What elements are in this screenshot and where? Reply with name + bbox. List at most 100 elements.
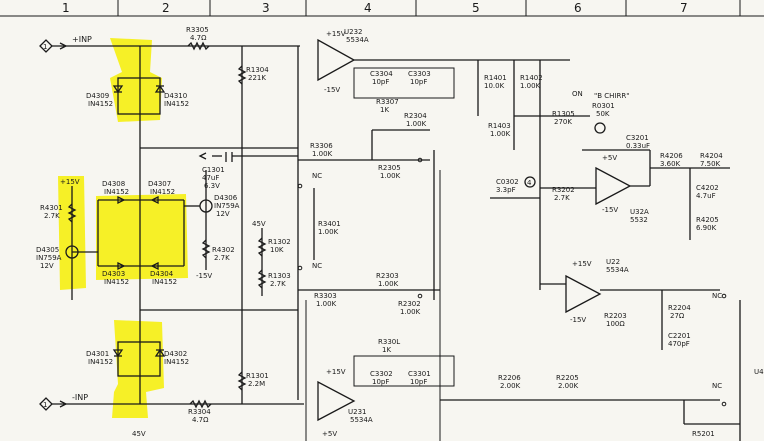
svg-text:+15V: +15V: [60, 178, 80, 186]
svg-text:R3202: R3202: [552, 186, 575, 194]
left-branch: +15V R4301 2.7K D4305 IN759A 12V: [36, 178, 98, 300]
svg-text:R3303: R3303: [314, 292, 337, 300]
svg-text:C3201: C3201: [626, 134, 649, 142]
bottom-chain: R2206 2.00K R2205 2.00K R5201 NC U4 NC: [440, 292, 764, 438]
svg-text:0.33uF: 0.33uF: [626, 142, 650, 150]
svg-text:100Ω: 100Ω: [606, 320, 625, 328]
svg-text:R2203: R2203: [604, 312, 627, 320]
svg-text:+15V: +15V: [326, 30, 346, 38]
svg-text:R2303: R2303: [376, 272, 399, 280]
svg-text:C1301: C1301: [202, 166, 225, 174]
svg-text:+15V: +15V: [572, 260, 592, 268]
svg-text:-15V: -15V: [324, 86, 340, 94]
svg-text:1.00K: 1.00K: [378, 280, 399, 288]
svg-text:R4206: R4206: [660, 152, 683, 160]
column-label: 2: [162, 1, 170, 15]
svg-text:50K: 50K: [596, 110, 610, 118]
svg-text:C3302: C3302: [370, 370, 393, 378]
svg-text:470pF: 470pF: [668, 340, 690, 348]
svg-text:D4308: D4308: [102, 180, 125, 188]
svg-text:10pF: 10pF: [372, 78, 389, 86]
svg-text:10.0K: 10.0K: [484, 82, 505, 90]
filter-network: R4206 3.60K R4204 7.50K C4202 4.7uF R420…: [650, 152, 730, 240]
svg-text:D4303: D4303: [102, 270, 125, 278]
svg-text:3.3pF: 3.3pF: [496, 186, 516, 194]
divider-network: R1401 10.0K R1402 1.00K R1403 1.00K R130…: [464, 59, 629, 150]
svg-text:R2305: R2305: [378, 164, 401, 172]
svg-text:5534A: 5534A: [606, 266, 629, 274]
svg-text:5534A: 5534A: [346, 36, 369, 44]
svg-text:R4301: R4301: [40, 204, 63, 212]
svg-text:7.50K: 7.50K: [700, 160, 721, 168]
svg-text:IN4152: IN4152: [88, 358, 113, 366]
svg-text:R1403: R1403: [488, 122, 511, 130]
svg-text:IN4152: IN4152: [88, 100, 113, 108]
svg-text:C3301: C3301: [408, 370, 431, 378]
svg-text:IN759A: IN759A: [36, 254, 62, 262]
svg-text:R2302: R2302: [398, 300, 421, 308]
column-label: 6: [574, 1, 582, 15]
svg-text:+5V: +5V: [322, 430, 337, 438]
highlight-top: [110, 38, 162, 122]
svg-text:2.00K: 2.00K: [558, 382, 579, 390]
svg-text:U232: U232: [344, 28, 362, 36]
svg-text:IN4152: IN4152: [150, 188, 175, 196]
svg-text:+15V: +15V: [326, 368, 346, 376]
svg-text:10pF: 10pF: [410, 378, 427, 386]
resistor-r3305: R3305 4.7Ω: [186, 26, 210, 51]
svg-text:6.3V: 6.3V: [204, 182, 220, 190]
svg-text:U4: U4: [754, 368, 764, 376]
svg-text:R1302: R1302: [268, 238, 291, 246]
svg-text:1.00K: 1.00K: [380, 172, 401, 180]
svg-text:12V: 12V: [216, 210, 230, 218]
svg-text:10pF: 10pF: [410, 78, 427, 86]
svg-text:D4304: D4304: [150, 270, 174, 278]
svg-text:4: 4: [527, 179, 532, 187]
svg-text:D4310: D4310: [164, 92, 187, 100]
svg-text:D4306: D4306: [214, 194, 238, 202]
svg-text:C2201: C2201: [668, 332, 691, 340]
svg-text:1: 1: [43, 401, 47, 409]
svg-text:1K: 1K: [382, 346, 391, 354]
svg-text:1: 1: [43, 43, 47, 51]
diode-pair-top: D4309 IN4152 D4310 IN4152: [86, 77, 189, 115]
svg-text:C3303: C3303: [408, 70, 431, 78]
svg-text:27Ω: 27Ω: [670, 312, 685, 320]
svg-text:-15V: -15V: [570, 316, 586, 324]
svg-text:R3307: R3307: [376, 98, 399, 106]
svg-text:4.7uF: 4.7uF: [696, 192, 716, 200]
bottom-label: 45V: [132, 430, 146, 438]
column-label: 7: [680, 1, 688, 15]
svg-text:4.7Ω: 4.7Ω: [192, 416, 209, 424]
svg-text:47uF: 47uF: [202, 174, 219, 182]
column-label: 5: [472, 1, 480, 15]
opamp-u22: U22 5534A +15V -15V R2203 100Ω R2204 27Ω…: [540, 258, 720, 350]
highlight-marks: [58, 38, 188, 418]
svg-text:R1402: R1402: [520, 74, 543, 82]
svg-text:IN4152: IN4152: [104, 278, 129, 286]
svg-text:C4202: C4202: [696, 184, 719, 192]
svg-text:1.00K: 1.00K: [400, 308, 421, 316]
svg-text:IN4152: IN4152: [164, 100, 189, 108]
column-header: 1 2 3 4 5 6 7: [0, 0, 764, 17]
svg-text:12V: 12V: [40, 262, 54, 270]
column-label: 3: [262, 1, 270, 15]
svg-text:R2304: R2304: [404, 112, 427, 120]
svg-text:D4301: D4301: [86, 350, 109, 358]
bias-column: R1304 221K R1301 2.2M 45V R1302 10K R130…: [237, 46, 291, 404]
opamp-u231: U231 5534A +15V C3302 10pF C3301 10pF R3…: [317, 338, 455, 438]
opamp-u32a: U32A 5532 +5V -15V C3201 0.33uF C0302 3.…: [490, 60, 651, 290]
svg-text:2.2M: 2.2M: [248, 380, 265, 388]
capacitor-c1301: C1301 47uF 6.3V: [198, 152, 298, 190]
svg-text:5534A: 5534A: [350, 416, 373, 424]
svg-text:-15V: -15V: [602, 206, 618, 214]
switch-contacts: [297, 157, 741, 441]
svg-text:3.60K: 3.60K: [660, 160, 681, 168]
svg-text:R1301: R1301: [246, 372, 269, 380]
svg-text:10pF: 10pF: [372, 378, 389, 386]
svg-text:1.00K: 1.00K: [406, 120, 427, 128]
svg-text:+INP: +INP: [72, 35, 92, 44]
svg-text:4.7Ω: 4.7Ω: [190, 34, 207, 42]
svg-text:NC: NC: [312, 262, 322, 270]
